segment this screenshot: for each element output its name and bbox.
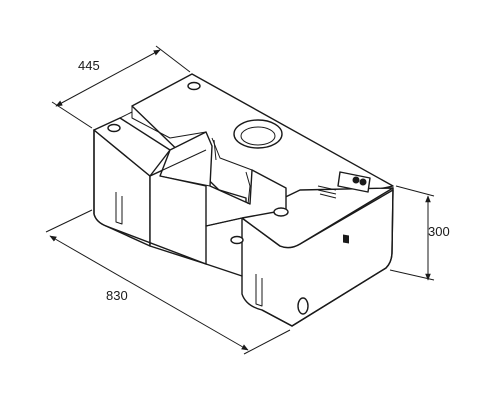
strap-slot-right [255,274,263,307]
left-small-port [107,123,121,133]
strap-slot-left [115,192,123,225]
dimension-300: 300 [389,185,450,281]
depth-label: 445 [78,58,100,73]
label-plate [317,171,371,244]
saddle-drain-port [230,235,244,245]
right-small-port [273,207,289,217]
strap-slots [115,192,263,307]
length-label: 830 [106,288,128,303]
tank-body [93,73,394,327]
main-filler-opening [233,119,283,149]
saddle-inner-back [159,131,287,227]
dimension-445: 445 [51,45,191,129]
rear-small-port [187,81,201,91]
dimension-830: 830 [45,209,291,355]
outlet-port [297,297,309,315]
height-label: 300 [428,224,450,239]
